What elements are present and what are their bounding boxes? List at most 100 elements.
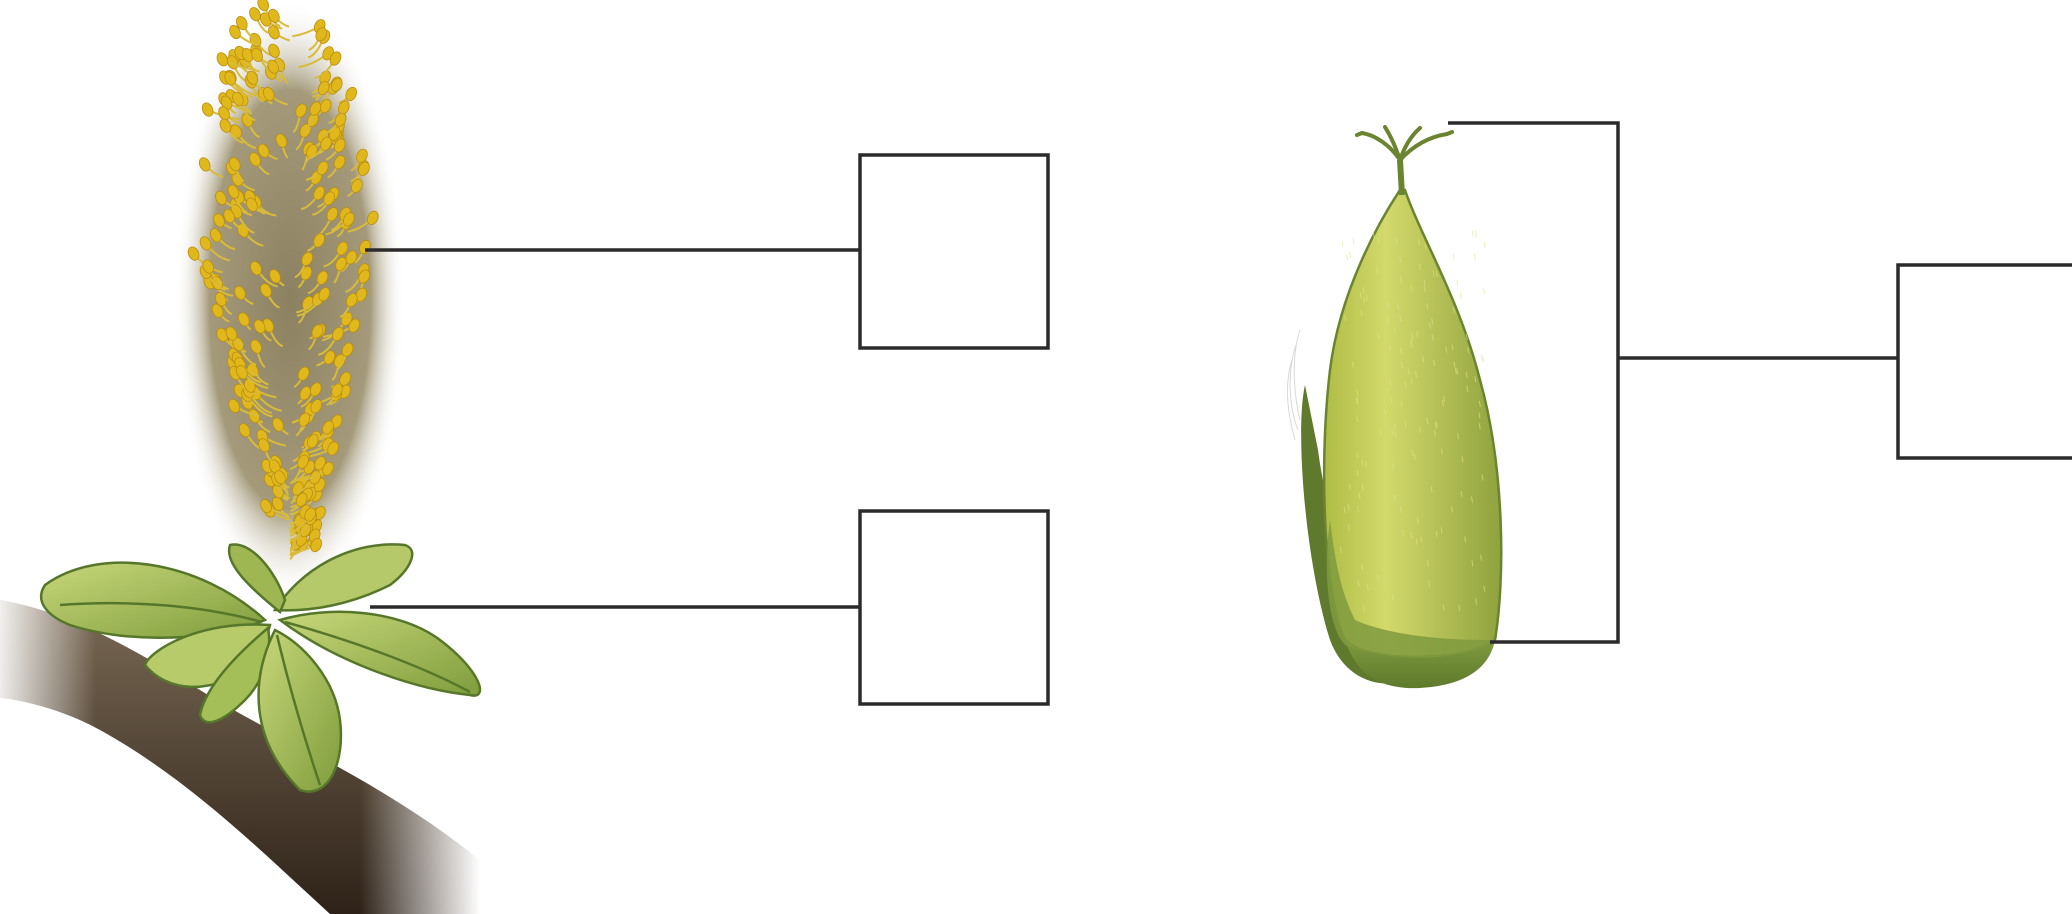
- anther: [345, 293, 358, 308]
- stamens: [187, 0, 379, 561]
- anther: [198, 157, 211, 172]
- ovary-texture-stroke: [1426, 417, 1429, 424]
- ovary-texture-stroke: [1347, 504, 1350, 511]
- ovary-texture-stroke: [1402, 529, 1404, 536]
- ovary-texture-stroke: [1460, 490, 1463, 498]
- ovary-texture-stroke: [1394, 431, 1397, 438]
- ovary-texture-stroke: [1474, 230, 1477, 237]
- anther: [258, 438, 270, 453]
- anther: [326, 207, 339, 222]
- ovary-texture-stroke: [1400, 362, 1403, 369]
- anther: [306, 434, 319, 449]
- anther: [227, 184, 240, 199]
- label-box-catkin-lower[interactable]: [858, 509, 1050, 706]
- leaf: [227, 543, 287, 615]
- anther: [235, 16, 248, 31]
- anther: [309, 101, 322, 116]
- anther: [260, 283, 272, 298]
- ovary-texture-stroke: [1461, 456, 1464, 463]
- anther: [358, 269, 371, 284]
- ovary-texture-stroke: [1422, 356, 1425, 363]
- ovary-texture-stroke: [1356, 470, 1359, 477]
- anther: [209, 228, 222, 243]
- ovary-texture-stroke: [1459, 292, 1462, 299]
- ovary-texture-stroke: [1399, 506, 1402, 513]
- ovary-texture-stroke: [1356, 397, 1359, 404]
- anther: [297, 366, 310, 381]
- anther: [268, 43, 280, 58]
- ovary-texture-stroke: [1465, 334, 1468, 341]
- anther: [299, 386, 312, 401]
- ovary-texture-stroke: [1431, 334, 1434, 341]
- ovary-texture-stroke: [1478, 422, 1481, 430]
- ovary-texture-stroke: [1400, 348, 1403, 355]
- anther: [329, 51, 342, 66]
- anther: [238, 423, 251, 438]
- anther: [313, 186, 325, 201]
- ovary-texture-stroke: [1379, 428, 1382, 435]
- anther: [253, 319, 266, 334]
- ovary-texture-stroke: [1442, 395, 1445, 403]
- ovary-texture-stroke: [1361, 563, 1364, 570]
- ovary-texture-stroke: [1454, 367, 1457, 374]
- ovary-texture-stroke: [1481, 474, 1484, 481]
- ovary-texture-stroke: [1410, 532, 1413, 539]
- anther: [272, 417, 284, 432]
- ovary-texture-stroke: [1440, 527, 1443, 534]
- anther: [213, 213, 225, 228]
- ovary-texture-stroke: [1392, 463, 1395, 470]
- ovary-texture-stroke: [1343, 507, 1346, 514]
- ovary-texture-stroke: [1397, 303, 1399, 310]
- ovary-texture-stroke: [1483, 241, 1486, 248]
- anther: [262, 86, 275, 102]
- ovary-texture-stroke: [1387, 302, 1390, 309]
- anther: [358, 161, 370, 176]
- ovary-texture-stroke: [1357, 580, 1360, 587]
- ovary-texture-stroke: [1365, 294, 1368, 301]
- ovary-texture-stroke: [1362, 286, 1365, 293]
- anther: [247, 363, 259, 378]
- ovary-texture-stroke: [1356, 452, 1359, 459]
- ovary-texture-stroke: [1478, 400, 1481, 407]
- ovary-texture-stroke: [1483, 288, 1485, 295]
- label-box-pistil[interactable]: [1896, 263, 2072, 460]
- ovary-texture-stroke: [1393, 494, 1396, 501]
- anther: [317, 81, 330, 96]
- ovary-texture-stroke: [1341, 241, 1344, 248]
- anther: [249, 7, 261, 22]
- anther: [232, 91, 244, 106]
- ovary-texture-stroke: [1399, 315, 1402, 322]
- anther: [322, 461, 334, 476]
- anther: [331, 383, 343, 398]
- label-box-catkin-upper[interactable]: [858, 153, 1050, 350]
- anther: [199, 236, 212, 251]
- anther: [214, 292, 227, 307]
- ovary-base: [1345, 640, 1495, 689]
- ovary-texture-stroke: [1352, 237, 1355, 244]
- anther: [335, 257, 347, 272]
- ovary-texture-stroke: [1471, 496, 1473, 503]
- anther: [316, 270, 329, 285]
- anther: [260, 499, 272, 514]
- anther: [322, 420, 334, 435]
- ovary-texture-stroke: [1399, 256, 1402, 263]
- anther: [225, 326, 238, 341]
- ovary-texture-stroke: [1410, 285, 1413, 292]
- ovary-texture-stroke: [1362, 605, 1365, 612]
- anther: [215, 190, 227, 205]
- ovary-texture-stroke: [1410, 337, 1413, 344]
- ovary-texture-stroke: [1344, 314, 1347, 321]
- anther: [268, 8, 280, 23]
- anther: [251, 47, 263, 62]
- ovary-texture-stroke: [1473, 253, 1476, 260]
- anther: [275, 133, 288, 148]
- anther: [311, 324, 324, 339]
- anther: [341, 342, 354, 357]
- ovary-texture-stroke: [1467, 347, 1470, 354]
- anther: [246, 70, 259, 85]
- ovary-texture-stroke: [1391, 593, 1394, 600]
- anther: [350, 178, 363, 193]
- ovary-texture-stroke: [1432, 270, 1435, 277]
- anther: [295, 103, 307, 118]
- ovary-texture-stroke: [1423, 279, 1426, 286]
